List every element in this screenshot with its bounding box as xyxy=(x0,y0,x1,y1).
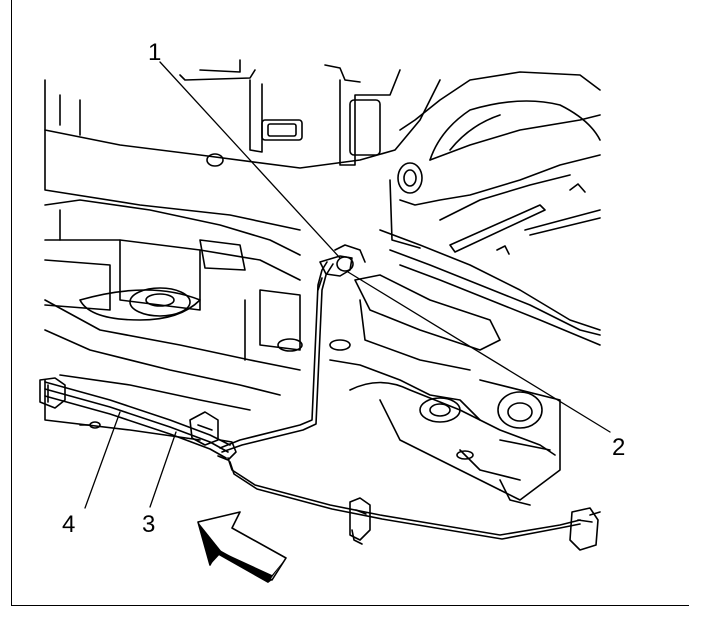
callout-4-leader xyxy=(84,411,121,509)
callout-labels: 1 2 3 4 xyxy=(62,39,625,538)
callout-1-leader xyxy=(159,61,341,259)
callout-2-leader xyxy=(347,271,611,433)
floor-crossmembers xyxy=(44,199,303,441)
bottom-border-rule xyxy=(11,605,689,606)
callout-4-label: 4 xyxy=(62,511,75,538)
forward-arrow-icon xyxy=(197,511,287,583)
upper-body-panel xyxy=(44,59,601,249)
callout-leaders xyxy=(84,61,611,509)
callout-1-label: 1 xyxy=(148,39,161,66)
callout-3-label: 3 xyxy=(142,511,155,538)
callout-3-leader xyxy=(149,431,177,508)
left-border-rule xyxy=(11,0,12,605)
brake-line-assembly xyxy=(39,244,601,551)
callout-2-label: 2 xyxy=(612,434,625,461)
right-side-rail xyxy=(329,174,601,506)
